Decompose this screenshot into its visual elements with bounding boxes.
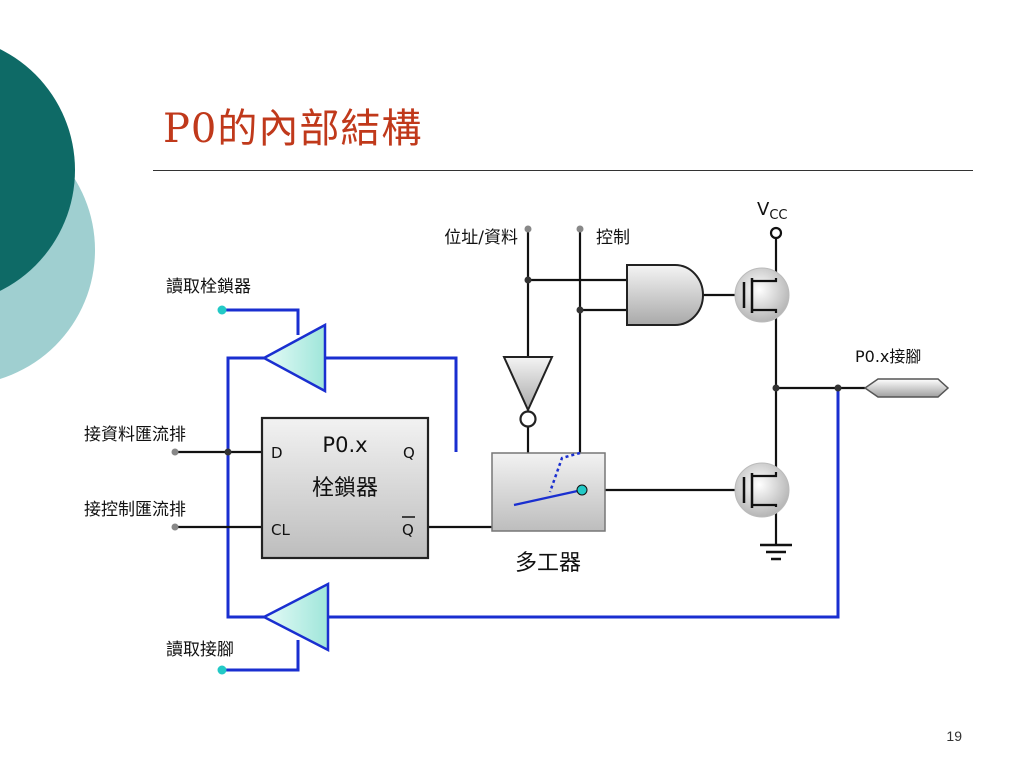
- upper-mosfet: [734, 267, 790, 323]
- output-pin-label: P0.x接腳: [855, 347, 921, 366]
- latch-sub: 栓鎖器: [312, 476, 378, 501]
- write-bus-label: 接資料匯流排: [84, 425, 186, 445]
- pin-d-label: D: [271, 444, 283, 462]
- teal-dark-circle: [0, 49, 75, 291]
- pin-q-label: Q: [403, 444, 415, 462]
- address-data-label: 位址/資料: [444, 228, 518, 248]
- latch-block: P0.x 栓鎖器 D Q CL Q: [260, 416, 430, 560]
- terminal-dots: [171, 225, 584, 531]
- junction-dots: [224, 276, 842, 456]
- read-pin-label: 讀取接腳: [166, 640, 234, 660]
- control-bus-label: 接控制匯流排: [84, 500, 186, 520]
- mux-block: [491, 451, 606, 532]
- title-divider: [153, 170, 973, 171]
- slide-title: P0的內部結構: [163, 106, 423, 152]
- lower-mosfet: [734, 462, 790, 518]
- pin-cl-label: CL: [271, 521, 290, 539]
- and-gate: [626, 264, 704, 326]
- read-latch-label: 讀取栓鎖器: [166, 277, 251, 297]
- blue-feedback-wires: [222, 308, 840, 672]
- mux-label: 多工器: [515, 551, 581, 576]
- vcc-terminal-icon: [769, 226, 783, 240]
- control-label: 控制: [596, 228, 630, 248]
- output-pin-icon: [863, 378, 950, 398]
- black-wires: [175, 230, 865, 545]
- read-pin-buffer: [261, 581, 330, 653]
- latch-name: P0.x: [322, 433, 367, 457]
- read-pin-dot: [217, 665, 227, 675]
- page-number: 19: [946, 728, 962, 744]
- ground-icon: [760, 543, 792, 561]
- pin-qbar-label: Q: [402, 521, 414, 539]
- vcc-label: VCC: [757, 199, 787, 223]
- read-latch-dot: [217, 305, 227, 315]
- inverter-gate: [502, 356, 554, 428]
- read-latch-buffer: [261, 322, 327, 394]
- decorative-circles: [0, 49, 95, 379]
